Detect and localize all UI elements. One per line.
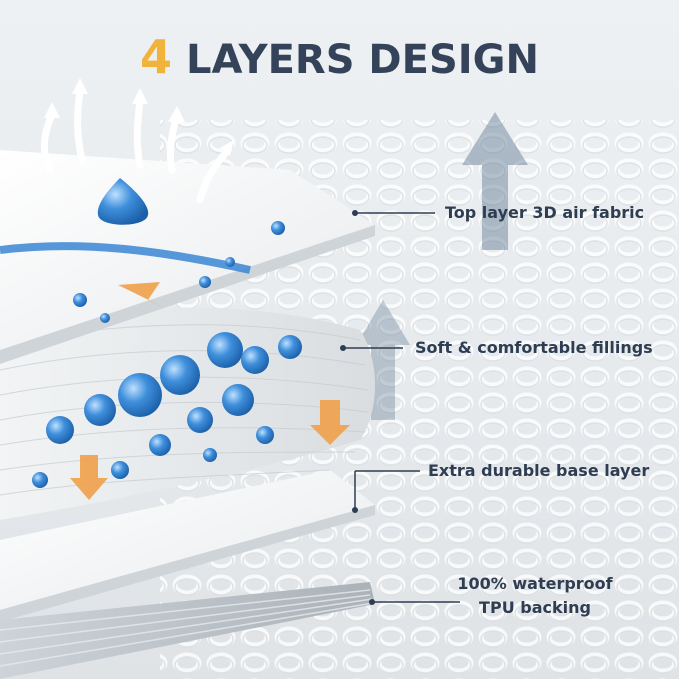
title-number: 4 (140, 30, 173, 84)
down-arrow-icon (70, 282, 350, 500)
label-base-layer: Extra durable base layer (428, 461, 650, 480)
up-arrow-icon (462, 112, 528, 250)
base-layer (0, 470, 375, 610)
label-top-layer: Top layer 3D air fabric (445, 203, 645, 222)
label-fillings: Soft & comfortable fillings (415, 338, 653, 357)
water-droplet-icon (32, 332, 302, 488)
label-tpu-line2: TPU backing (479, 598, 591, 617)
top-fabric-layer (0, 150, 375, 350)
label-tpu-backing: 100% waterproof TPU backing (455, 572, 615, 620)
title-text: LAYERS DESIGN (185, 37, 539, 83)
up-arrow-icon (356, 300, 410, 420)
air-flow-arrow-icon (40, 86, 232, 204)
label-tpu-line1: 100% waterproof (457, 574, 613, 593)
page-title: 4 LAYERS DESIGN (0, 30, 679, 84)
water-droplet-icon (73, 178, 285, 323)
